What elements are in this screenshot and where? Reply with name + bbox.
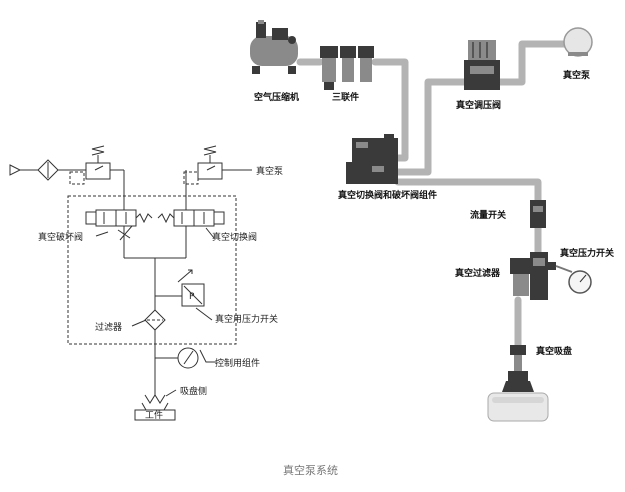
flow-switch-device — [530, 200, 546, 228]
pipe-regulator-to-valves — [394, 78, 470, 176]
vacuum-regulator-device — [464, 40, 500, 90]
vacuum-pump-device — [563, 27, 593, 57]
suction-cup-symbol — [134, 394, 176, 421]
air-compressor-device — [250, 20, 298, 74]
pictorial-diagram: 空气压缩机 三联件 真空调压阀 真空泵 — [250, 20, 614, 422]
label-flow-switch: 流量开关 — [470, 209, 506, 221]
control-gauge-symbol — [155, 347, 199, 369]
suction-cup-device — [487, 345, 549, 422]
inlet-symbol — [9, 164, 22, 176]
schematic-label-vacuum-pump: 真空泵 — [256, 165, 283, 177]
inlet-filter-symbol — [37, 159, 59, 181]
schematic-label-switch-valve: 真空切换阀 — [212, 231, 257, 243]
right-regulator-symbol — [183, 145, 252, 185]
pneumatic-schematic: 真空泵 — [9, 145, 283, 421]
label-vacuum-pump: 真空泵 — [563, 69, 591, 81]
schematic-label-pressure-switch: 真空用压力开关 — [215, 313, 278, 325]
vacuum-pressure-gauge-device — [555, 265, 592, 294]
frl-unit-device — [320, 46, 374, 90]
pressure-switch-p-label: P — [189, 292, 195, 302]
pipe-regulator-to-pump — [496, 40, 569, 86]
left-regulator-symbol — [69, 145, 124, 185]
label-vacuum-regulator: 真空调压阀 — [456, 99, 501, 111]
schematic-label-cup-side: 吸盘侧 — [180, 385, 207, 397]
label-air-compressor: 空气压缩机 — [254, 91, 299, 103]
label-suction-cup: 真空吸盘 — [536, 345, 572, 357]
schematic-label-workpiece: 工件 — [145, 409, 163, 421]
schematic-label-control-group: 控制用组件 — [215, 357, 260, 369]
control-boundary — [67, 195, 237, 345]
label-frl-unit: 三联件 — [332, 91, 359, 103]
pipe-valves-to-flow-switch — [394, 178, 542, 209]
schematic-label-break-valve: 真空破坏阀 — [38, 231, 83, 243]
figure-caption: 真空泵系统 — [283, 463, 338, 477]
switch-break-valve-group-device — [346, 134, 398, 184]
label-vacuum-filter: 真空过滤器 — [455, 267, 501, 279]
pipe-frl-to-valves — [371, 58, 409, 162]
break-valve-symbol — [85, 209, 153, 241]
switch-valve-symbol — [157, 209, 225, 227]
pressure-switch-symbol: P — [155, 269, 205, 307]
label-switch-break-valve-group: 真空切换阀和破坏阀组件 — [338, 189, 437, 201]
vacuum-filter-device — [510, 252, 556, 300]
label-vacuum-pressure-switch: 真空压力开关 — [560, 247, 614, 259]
schematic-label-filter: 过滤器 — [95, 321, 122, 333]
